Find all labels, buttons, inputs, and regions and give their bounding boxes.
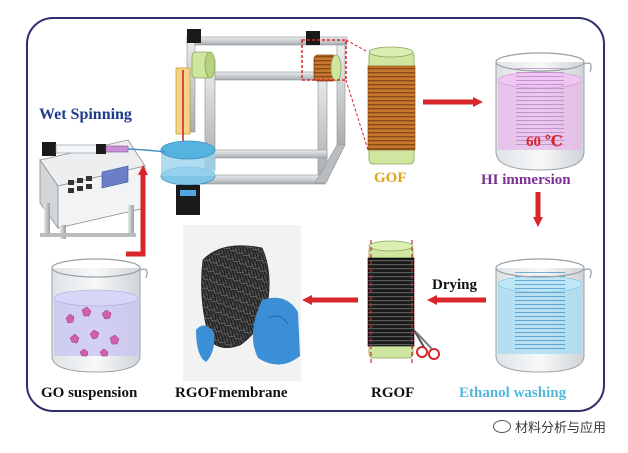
- process-arrows: [126, 97, 543, 305]
- hi-beaker: [495, 52, 592, 171]
- syringe-pump: [39, 139, 166, 239]
- go-beaker: [51, 258, 148, 373]
- watermark-text: 材料分析与应用: [514, 421, 606, 436]
- rgof-membrane-photo: [183, 225, 301, 381]
- label-hi-immersion: HI immersion: [481, 172, 571, 188]
- zoom-box: [301, 39, 347, 81]
- label-ethanol-washing: Ethanol washing: [459, 385, 567, 401]
- winding-rig: [160, 29, 369, 215]
- label-rgof-membrane: RGOFmembrane: [175, 385, 288, 401]
- arrow-go-to-pump: [126, 165, 148, 257]
- ethanol-beaker: [495, 258, 592, 373]
- outer-frame: [26, 17, 605, 412]
- wechat-logo-icon: [492, 420, 511, 433]
- label-drying: Drying: [432, 277, 477, 293]
- rgof-spool: [367, 240, 415, 364]
- label-rgof: RGOF: [371, 385, 415, 401]
- watermark: 材料分析与应用: [492, 417, 606, 436]
- gof-spool: [367, 46, 416, 165]
- label-gof: GOF: [374, 170, 407, 186]
- label-go-suspension: GO suspension: [41, 385, 138, 401]
- label-temperature: 60 ℃: [526, 134, 563, 150]
- scissors-icon: [413, 329, 440, 360]
- label-wet-spinning: Wet Spinning: [39, 106, 132, 123]
